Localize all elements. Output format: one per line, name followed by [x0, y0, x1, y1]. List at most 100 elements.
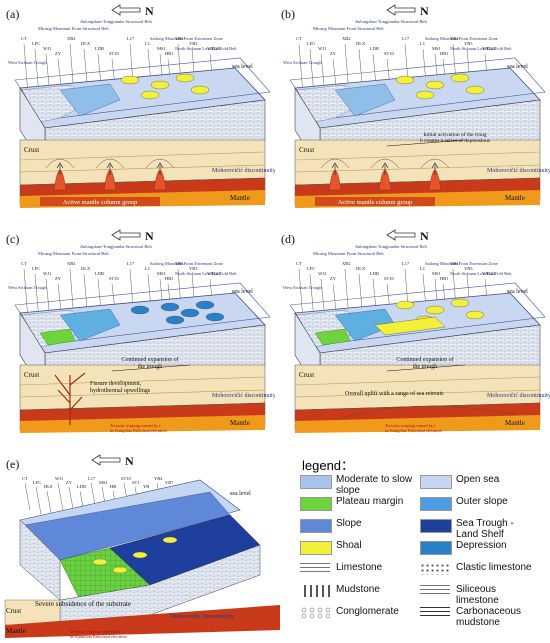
well-label: L17 — [402, 261, 410, 266]
well-label: HL8 — [44, 484, 53, 489]
well-label: DLX — [356, 41, 366, 46]
well-label: ST10 — [384, 51, 395, 56]
mantle-column — [153, 169, 167, 191]
well-label: CT — [22, 476, 28, 481]
zone-label: Micang Mountain Front Structural Belt — [38, 251, 109, 256]
well-label: LDB — [95, 271, 104, 276]
well-line — [24, 482, 31, 511]
panel-label: (b) — [281, 7, 295, 21]
legend-label: Slope — [336, 518, 362, 529]
fissure-icon — [54, 372, 86, 425]
well-label: WJ1 — [55, 476, 63, 481]
north-label: N — [145, 229, 154, 243]
mantle-label: Mantle — [6, 627, 26, 635]
legend-swatch — [300, 563, 330, 575]
zone-label: Jiulongshan-Tongjiamba Structural Belt — [355, 244, 428, 249]
well-label: LFC — [32, 41, 40, 46]
well-label: WJ1 — [43, 271, 51, 276]
well-label: HB1 — [165, 276, 174, 281]
well-label: ZY — [55, 51, 62, 56]
caption: Continued expansion of — [121, 356, 178, 363]
crust-label: Crust — [24, 371, 39, 379]
legend-swatch — [300, 519, 332, 533]
well-label: LFC — [32, 266, 40, 271]
shoal — [132, 551, 148, 559]
sea-level-label: sea level — [230, 491, 251, 497]
well-label: ST10 — [121, 476, 132, 481]
zone-label: West Sichuan Trough — [283, 285, 322, 290]
depression — [165, 315, 185, 325]
moho-label: Mohorovičić discontinuity — [212, 393, 275, 399]
well-label: LDB — [95, 46, 104, 51]
depression — [130, 305, 150, 315]
zone-label: Jiulongshan-Tongjiamba Structural Belt — [355, 19, 428, 24]
depression — [160, 302, 180, 312]
plateau-margin — [314, 328, 351, 346]
slope-zone — [334, 83, 396, 117]
mantle-label: Mantle — [505, 419, 525, 427]
well-label: YB224 — [482, 271, 496, 276]
crust-layer — [294, 364, 541, 411]
legend-label: Outer slope — [456, 496, 508, 507]
moho-label: Mohorovičić discontinuity — [170, 614, 234, 620]
caption-box — [40, 197, 160, 206]
well-label: LFC — [307, 41, 315, 46]
well-label: HB1 — [440, 276, 449, 281]
legend-label: Limestone — [336, 562, 383, 573]
legend-label: Mudstone — [336, 584, 380, 595]
legend-swatch — [420, 563, 450, 575]
slope-zone — [59, 83, 121, 117]
zone-label: North Sichuan Low Flat Fold Belt — [450, 271, 512, 276]
well-label: CT — [296, 36, 302, 41]
north-label: N — [125, 454, 134, 468]
well-label: YB4 — [175, 261, 184, 266]
shoal — [425, 80, 445, 90]
caption: Active mantle column group — [338, 199, 413, 206]
legend-swatch — [300, 475, 332, 489]
plateau-margin — [39, 328, 76, 346]
well-label: CT — [296, 261, 302, 266]
crust-label: Crust — [299, 146, 314, 154]
well-label: LDB — [370, 271, 379, 276]
sea-level-label: sea level — [507, 289, 528, 295]
well-label: LDB — [77, 484, 86, 489]
well-label: L17 — [127, 36, 135, 41]
mantle-label: Mantle — [230, 194, 250, 202]
zone-label: Jiulongshan-Tongjiamba Structural Belt — [80, 244, 153, 249]
well-label: YB4 — [175, 36, 184, 41]
legend-swatch — [300, 585, 330, 597]
uplift-note: Tectonic warping caused by t — [70, 629, 121, 634]
well-label: YB3 — [189, 41, 198, 46]
legend-label: Moderate to slow slope — [336, 474, 413, 496]
legend-swatch — [300, 497, 332, 511]
crust-label: Crust — [299, 371, 314, 379]
zone-label: West Sichuan Trough — [8, 60, 47, 65]
depression — [205, 312, 225, 322]
mantle-column — [328, 169, 342, 191]
moho-label: Mohorovičić discontinuity — [487, 393, 550, 399]
shoal — [190, 85, 210, 95]
caption: the trough — [138, 364, 163, 370]
well-label: XB2 — [67, 261, 76, 266]
well-label: L1 — [145, 41, 150, 46]
well-label: MS1 — [157, 46, 166, 51]
north-label: N — [420, 4, 429, 18]
sea-level-label: sea level — [232, 289, 253, 295]
crust-label: Crust — [6, 607, 21, 615]
legend-label: Siliceous limestone — [456, 584, 499, 606]
well-label: YB7 — [165, 480, 174, 485]
north-arrow-icon — [111, 229, 141, 241]
well-label: DLX — [356, 266, 366, 271]
well-label: L1 — [420, 41, 425, 46]
sea-level-label: sea level — [232, 64, 253, 70]
shoal — [450, 73, 470, 83]
zone-label: Micang Mountain Front Structural Belt — [38, 26, 109, 31]
well-label: YB224 — [482, 46, 496, 51]
well-label: WJ1 — [318, 46, 326, 51]
panel-label: (e) — [6, 457, 19, 471]
north-arrow-icon — [111, 4, 141, 16]
well-label: YB3 — [464, 41, 473, 46]
